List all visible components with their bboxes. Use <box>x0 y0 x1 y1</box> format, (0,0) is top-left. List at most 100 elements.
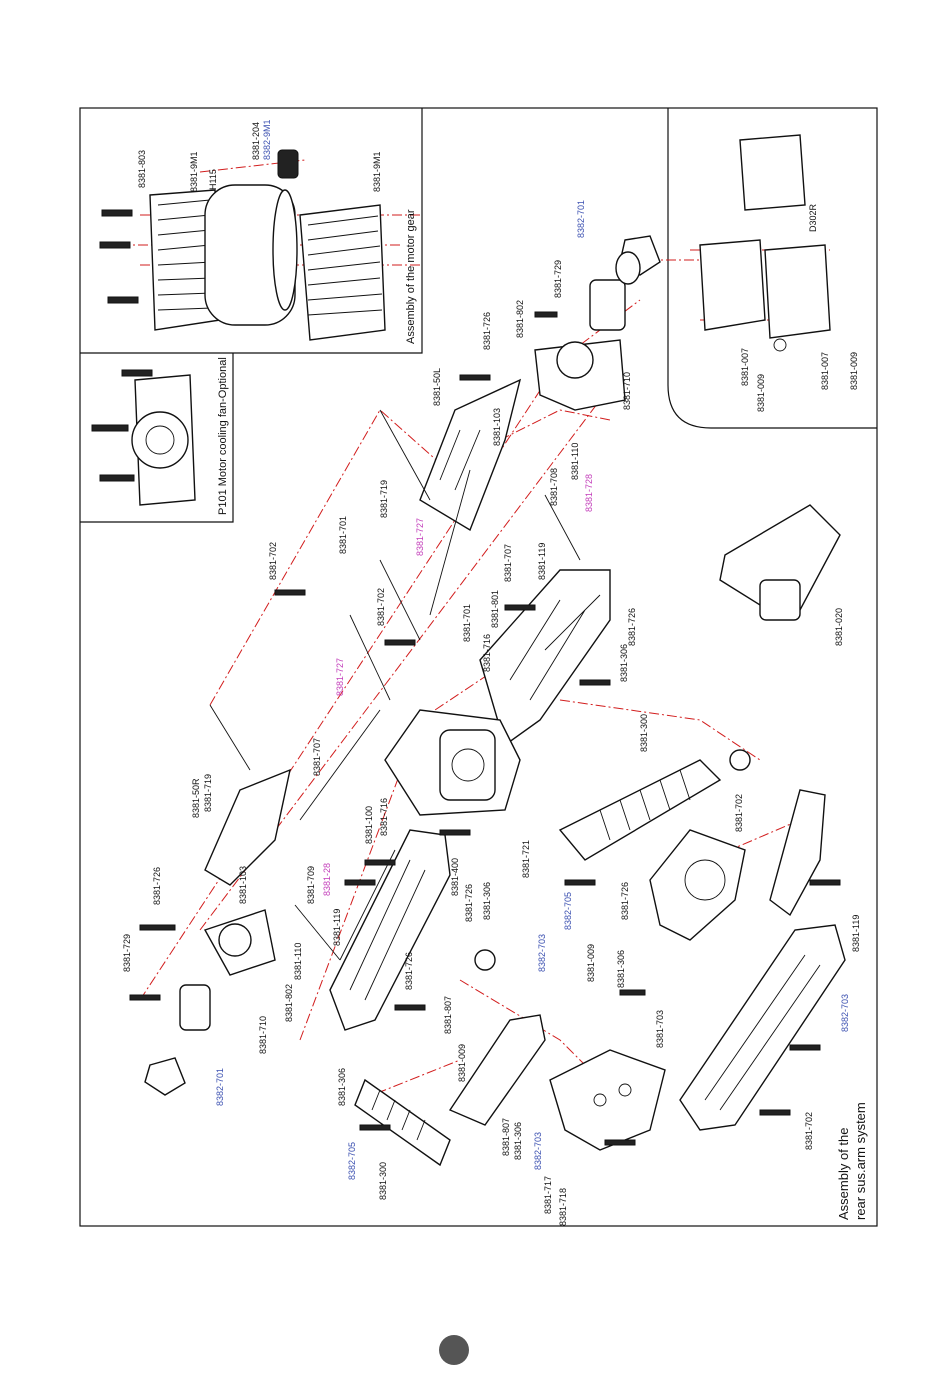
part-label: 8382-703 <box>537 934 547 972</box>
pinion-gear-icon <box>277 149 299 179</box>
part-label: 8381-719 <box>203 774 213 812</box>
part-label: 8381-110 <box>293 943 303 980</box>
part-label: 8382-701 <box>576 200 586 238</box>
part-label: 8381-009 <box>586 944 596 982</box>
hitch-brackets <box>448 949 666 1151</box>
cooling-fan-box <box>80 353 234 523</box>
motor-gear-box <box>80 108 423 354</box>
main-title-line2: rear sus.arm system <box>853 1102 868 1220</box>
lower-arms <box>329 569 611 1031</box>
part-label: 8381-306 <box>513 1122 523 1160</box>
part-label: 8381-702 <box>804 1112 814 1150</box>
receiver-box-parts <box>699 134 831 352</box>
cooling-fan <box>91 369 196 506</box>
part-label: 8381-9M1 <box>189 151 199 192</box>
part-label: 8381-709 <box>306 866 316 904</box>
part-label: 8381-100 <box>364 806 374 844</box>
part-label: 8381-702 <box>268 542 278 580</box>
part-label: 8381-716 <box>482 634 492 672</box>
part-label: 8381-802 <box>515 300 525 338</box>
part-label: 8381-807 <box>443 996 453 1034</box>
part-label: 8382-705 <box>347 1142 357 1180</box>
part-label: 8381-50R <box>191 778 201 818</box>
part-label: 8381-204 <box>251 122 261 160</box>
part-label: 8381-306 <box>337 1068 347 1106</box>
motor-assembly <box>99 149 386 341</box>
part-label: 8381-703 <box>655 1010 665 1048</box>
rear-bumper <box>649 504 846 1131</box>
part-label: 8381-020 <box>834 608 844 646</box>
part-label: 8381-306 <box>619 644 629 682</box>
part-label: 8381-701 <box>338 516 348 554</box>
part-label: 8381-726 <box>464 884 474 922</box>
part-label: 8381-707 <box>312 738 322 776</box>
part-label: 8381-803 <box>137 150 147 188</box>
part-label: 8381-110 <box>570 443 580 480</box>
box-titles: P101 Motor cooling fan-Optional Assembly… <box>217 209 868 1220</box>
part-label: 8381-726 <box>482 312 492 350</box>
part-label: 8381-727 <box>415 518 425 556</box>
part-label: H115 <box>208 169 218 190</box>
part-label: 8381-400 <box>450 858 460 896</box>
part-label: 8381-728 <box>584 474 594 512</box>
part-label: 8381-103 <box>492 408 502 446</box>
part-label: 8382-703 <box>533 1132 543 1170</box>
part-label: 8381-702 <box>734 794 744 832</box>
part-label: 8381-306 <box>616 950 626 988</box>
part-label: 8381-801 <box>490 590 500 628</box>
part-label: 8381-007 <box>820 352 830 390</box>
hub-carrier-left <box>129 909 276 1096</box>
part-label: 8381-729 <box>122 934 132 972</box>
part-label: 8382-701 <box>215 1068 225 1106</box>
part-label: D302R <box>808 203 818 232</box>
part-label: 8381-729 <box>553 260 563 298</box>
part-label: 8381-701 <box>462 604 472 642</box>
part-label: 8381-707 <box>503 544 513 582</box>
part-label: 8381-710 <box>622 372 632 410</box>
part-label: 8381-726 <box>627 608 637 646</box>
part-label: 8381-300 <box>378 1162 388 1200</box>
part-label: 8381-28 <box>322 863 332 896</box>
motor-gear-title: Assembly of the motor gear <box>405 209 417 344</box>
part-label: 8381-708 <box>549 468 559 506</box>
part-label: 8381-009 <box>756 374 766 412</box>
part-label: 8381-716 <box>379 798 389 836</box>
gearbox <box>384 709 521 816</box>
part-label: 8381-9M1 <box>372 151 382 192</box>
part-label: 8381-802 <box>284 984 294 1022</box>
part-label: 8381-726 <box>620 882 630 920</box>
part-label: 8381-719 <box>379 480 389 518</box>
part-label: 8381-718 <box>558 1188 568 1226</box>
part-labels: 8381-803 8381-9M1 H115 8381-204 8382-9M1… <box>122 119 861 1226</box>
part-label: 8381-50L <box>432 368 442 406</box>
part-label: 8381-306 <box>482 882 492 920</box>
part-label: 8381-009 <box>849 352 859 390</box>
hub-carrier-top <box>534 235 661 411</box>
part-label: 8381-103 <box>238 866 248 904</box>
part-label: 8381-119 <box>537 543 547 580</box>
receiver-box <box>667 108 877 429</box>
page-number-dot <box>439 1335 469 1365</box>
part-label: 8381-702 <box>376 588 386 626</box>
part-label: 8381-807 <box>501 1118 511 1156</box>
part-label: 8381-007 <box>740 348 750 386</box>
part-label: 8381-726 <box>152 867 162 905</box>
part-label: 8381-710 <box>258 1016 268 1054</box>
diagram-frames <box>79 107 878 1227</box>
main-title-line1: Assembly of the <box>836 1128 851 1221</box>
suspension-arms <box>204 378 581 961</box>
screws <box>139 374 841 1146</box>
part-label: 8381-119 <box>851 915 861 952</box>
part-label: 8381-721 <box>521 840 531 878</box>
part-label: 8381-726 <box>404 952 414 990</box>
part-label: 8381-300 <box>639 714 649 752</box>
part-label: 8381-009 <box>457 1044 467 1082</box>
part-label: 8381-119 <box>332 909 342 946</box>
shock-absorbers <box>354 749 751 1167</box>
part-label: 8382-703 <box>840 994 850 1032</box>
part-label: 8382-9M1 <box>262 119 272 160</box>
part-label: 8381-717 <box>543 1176 553 1214</box>
cooling-fan-title: P101 Motor cooling fan-Optional <box>217 357 229 515</box>
outer-frame <box>79 107 878 1227</box>
